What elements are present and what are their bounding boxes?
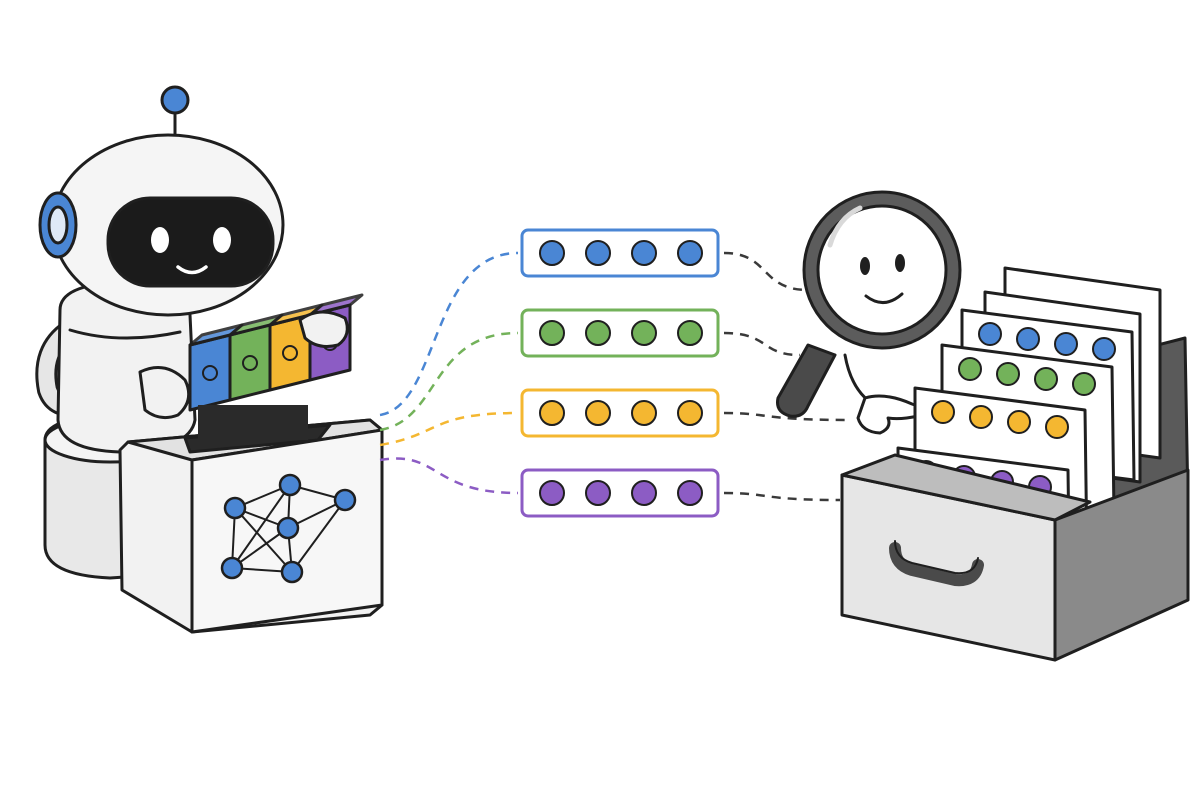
magnifier-smile <box>864 292 904 304</box>
connector-right-purple <box>723 491 841 502</box>
robot-eye-left <box>151 227 169 253</box>
embedding-blocks <box>188 293 364 412</box>
vector-frame <box>520 308 720 358</box>
card-dot <box>1072 372 1096 396</box>
neural-network-encoder-icon <box>118 405 384 634</box>
nn-edge <box>291 499 346 573</box>
magnifier-eye-left <box>860 257 870 275</box>
nn-node <box>223 496 247 520</box>
vector-frame <box>520 228 720 278</box>
block-dot-yellow <box>282 345 298 361</box>
vector-dot <box>585 320 611 346</box>
nn-edge <box>231 484 291 569</box>
card-dot <box>958 357 982 381</box>
nn-node <box>220 556 244 580</box>
nn-edge <box>231 527 289 569</box>
connector-right-yellow <box>723 411 851 422</box>
robot-head <box>38 85 285 317</box>
vector-green <box>520 308 720 358</box>
connector-right-green <box>723 331 801 357</box>
block-dot-blue <box>202 365 218 381</box>
robot-right-hand <box>138 310 349 420</box>
block-green <box>228 323 272 402</box>
vector-dot <box>677 400 703 426</box>
file-drawer-icon <box>840 266 1190 662</box>
vector-dot <box>631 400 657 426</box>
card-dot <box>931 400 955 424</box>
card-dot <box>1016 327 1040 351</box>
dashed-connectors <box>379 251 851 502</box>
vector-dot <box>585 400 611 426</box>
card-dot <box>1092 337 1116 361</box>
vector-dot <box>539 400 565 426</box>
encoder-slot-post <box>198 405 308 440</box>
neural-network-graph <box>220 473 357 584</box>
vector-frame <box>520 468 720 518</box>
vector-dot <box>585 240 611 266</box>
block-dot-green <box>242 355 258 371</box>
block-top-purple <box>308 293 364 317</box>
magnifier-hand <box>856 394 922 435</box>
vector-dot <box>677 240 703 266</box>
card-dot <box>969 405 993 429</box>
vector-dot <box>539 320 565 346</box>
robot-icon <box>35 85 364 580</box>
nn-node <box>276 516 300 540</box>
vector-frame <box>520 388 720 438</box>
vector-dot <box>631 240 657 266</box>
magnifier-handle <box>776 343 837 418</box>
nn-node <box>280 560 304 584</box>
vector-dot <box>539 480 565 506</box>
embedding-vectors <box>520 228 720 518</box>
card-dot <box>1007 410 1031 434</box>
card-dot <box>1054 332 1078 356</box>
connector-left-purple <box>379 457 519 495</box>
card-dot <box>978 322 1002 346</box>
vector-yellow <box>520 388 720 438</box>
robot-antenna-ball <box>160 85 190 115</box>
nn-node <box>333 488 357 512</box>
connector-left-blue <box>379 251 519 417</box>
vector-dot <box>631 480 657 506</box>
card-dot <box>996 362 1020 386</box>
robot-eye-right <box>213 227 231 253</box>
block-blue <box>188 333 232 412</box>
drawer-handle <box>889 542 984 587</box>
magnifier-eye-right <box>895 254 905 272</box>
vector-dot <box>677 480 703 506</box>
connector-left-green <box>379 331 519 432</box>
vector-dot <box>677 320 703 346</box>
vector-dot <box>631 320 657 346</box>
vector-blue <box>520 228 720 278</box>
vector-dot <box>585 480 611 506</box>
nn-edge <box>234 507 293 573</box>
robot-visor <box>106 196 275 288</box>
vector-dot <box>539 240 565 266</box>
vector-purple <box>520 468 720 518</box>
magnifying-glass-character-icon <box>776 190 962 435</box>
nn-node <box>278 473 302 497</box>
connector-left-yellow <box>379 411 519 447</box>
connector-right-blue <box>723 251 809 292</box>
card-dot <box>1034 367 1058 391</box>
card-dot <box>1045 415 1069 439</box>
robot-smile <box>176 265 208 275</box>
